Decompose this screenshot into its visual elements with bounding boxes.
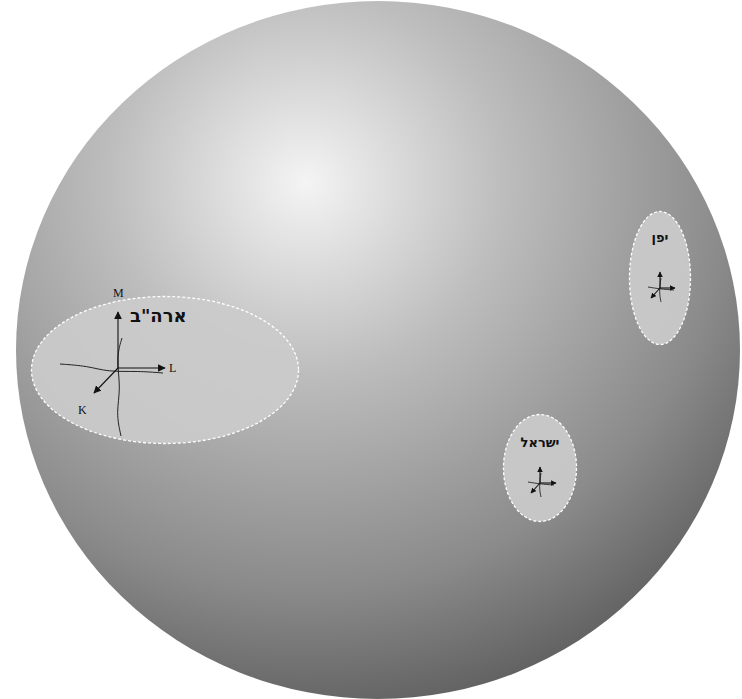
country-name: יפן (652, 230, 669, 245)
country-name: ישראל (521, 435, 560, 450)
axis-sketch (528, 467, 556, 497)
axis-label: K (78, 403, 87, 418)
region-outline (502, 413, 578, 523)
region-ellipse (630, 212, 691, 345)
country-region: ארה"ב (30, 295, 300, 445)
axis-sketch (60, 312, 165, 436)
country-region: ישראל (502, 413, 578, 523)
sphere (16, 1, 740, 699)
country-region: יפן (628, 210, 692, 346)
axis-sketch (648, 272, 675, 302)
axis-label: M (113, 286, 124, 301)
axis-label: L (169, 361, 176, 376)
region-ellipse (32, 297, 299, 444)
region-ellipse (504, 415, 577, 522)
country-name: ארה"ב (130, 305, 187, 326)
